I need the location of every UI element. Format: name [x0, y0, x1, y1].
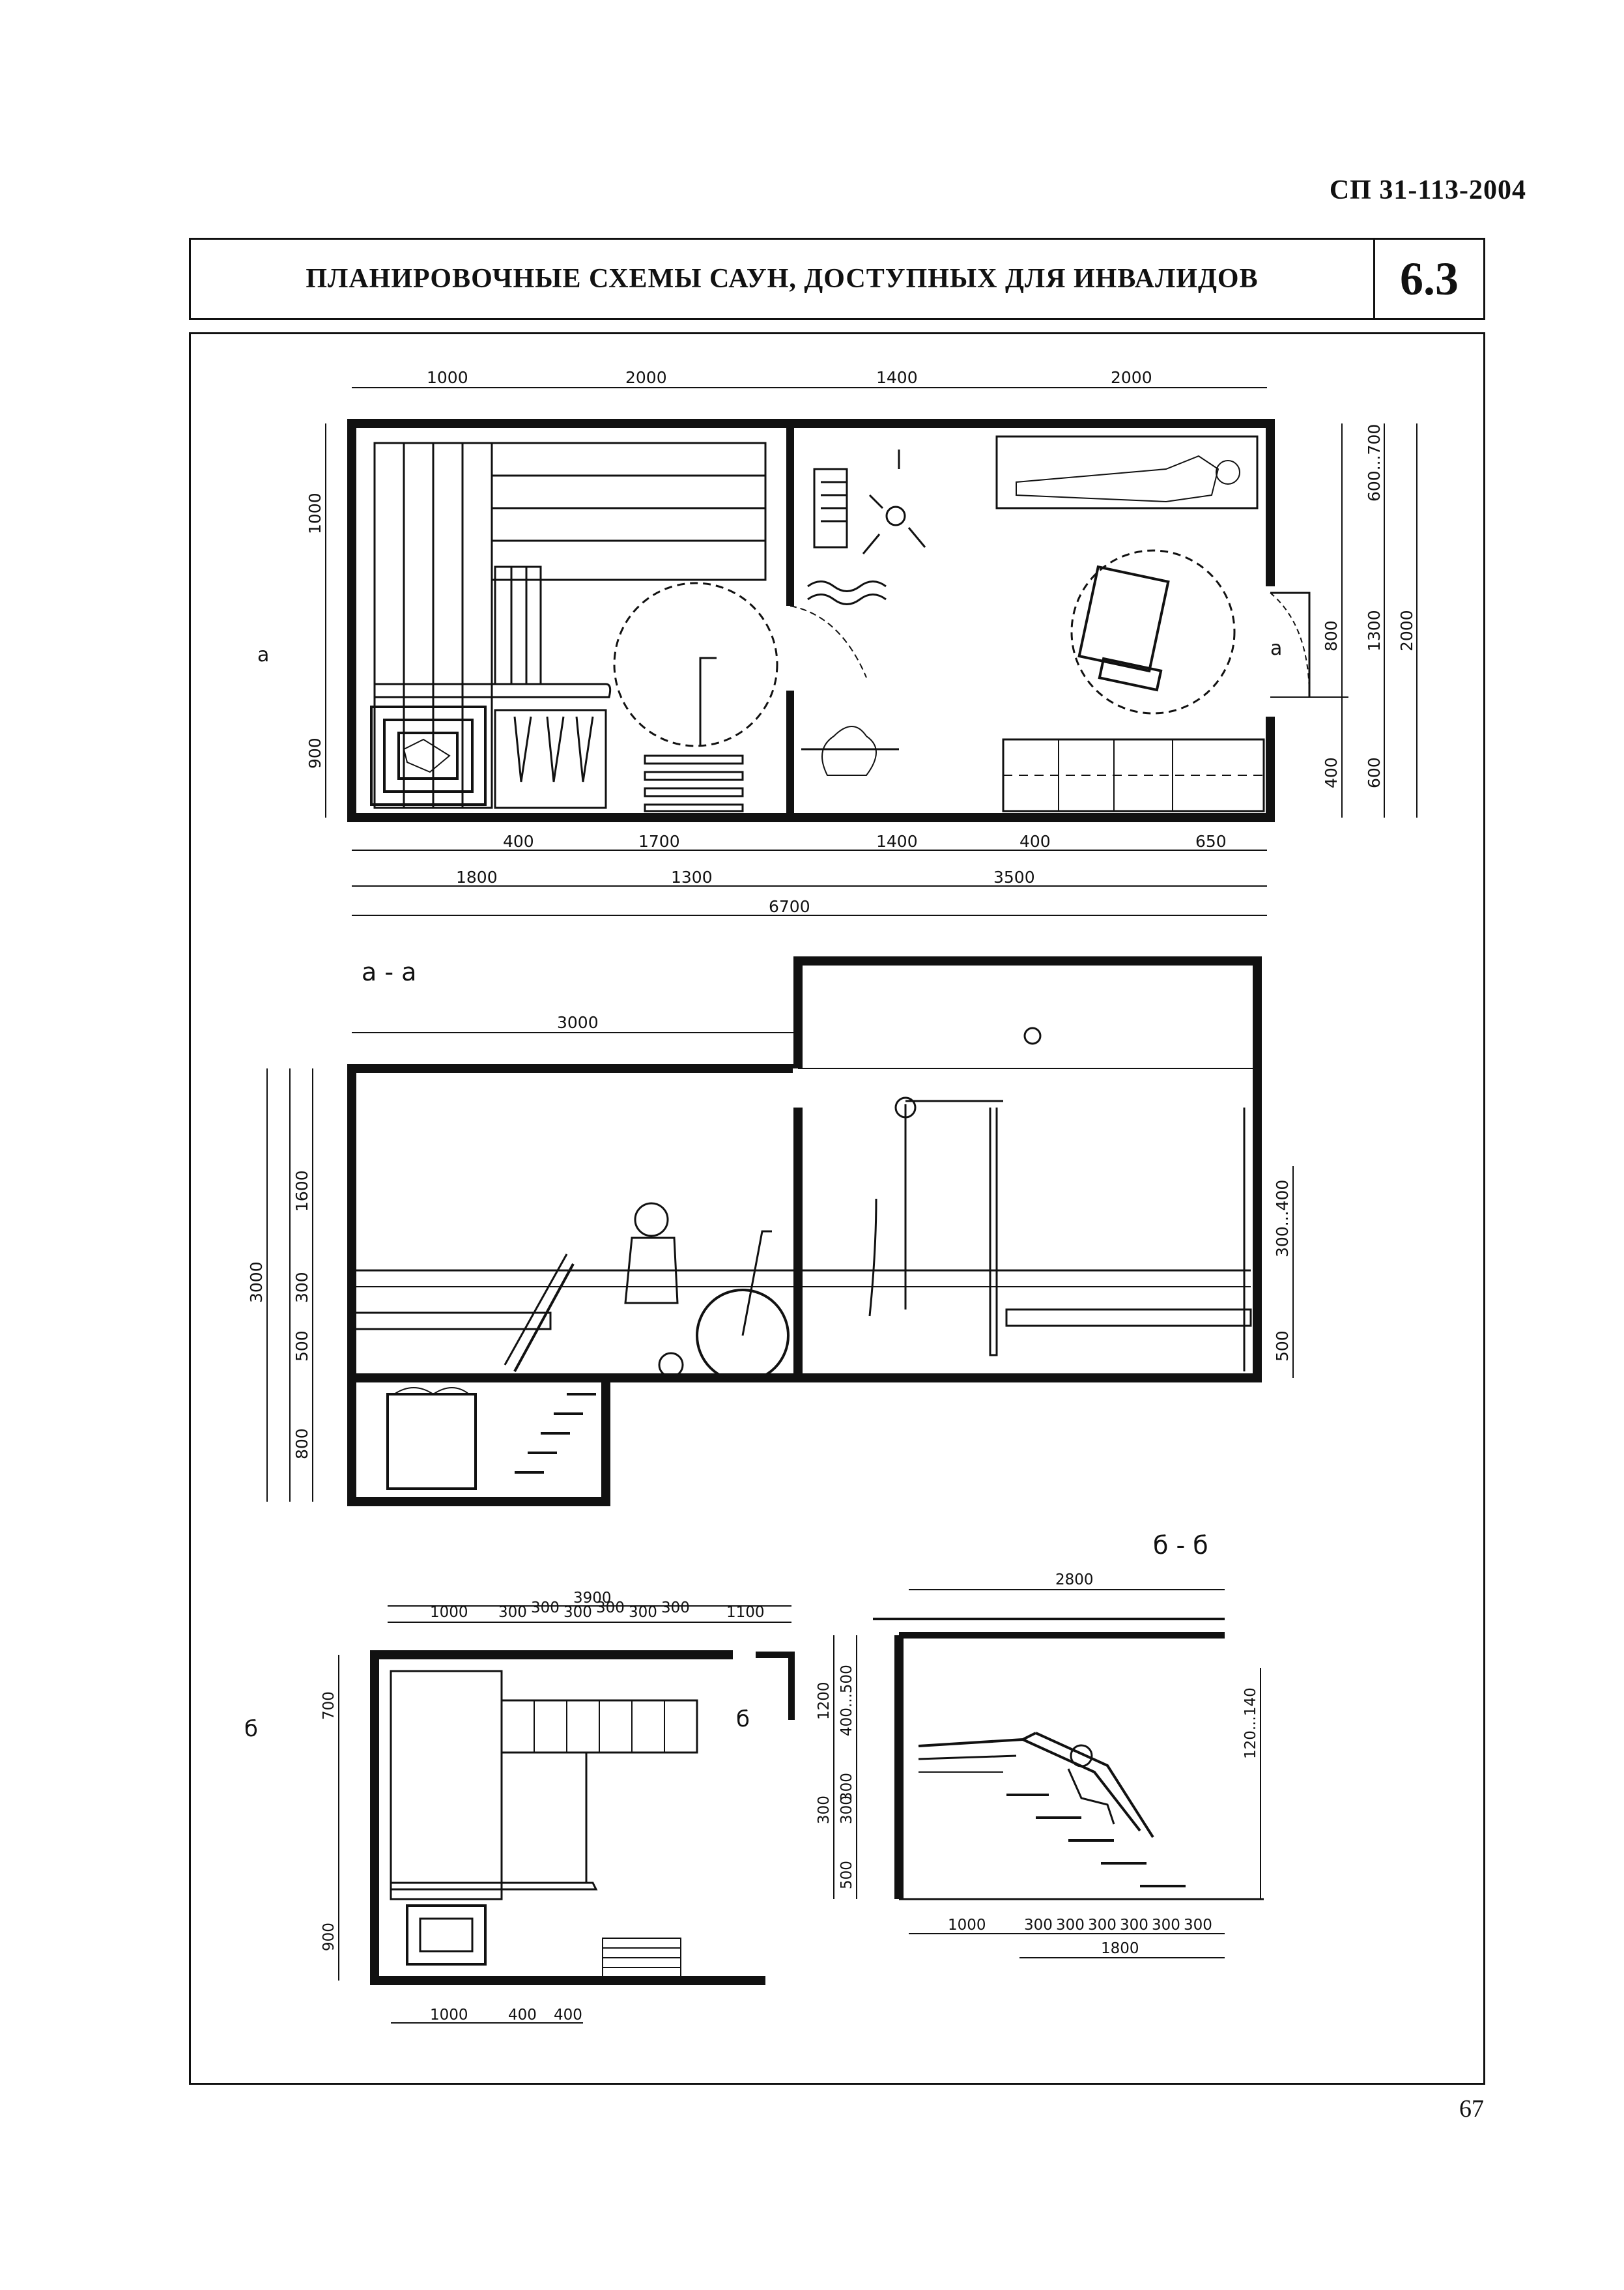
steps: [644, 657, 744, 812]
small-plan-bottom-2: 400: [508, 2007, 537, 2024]
small-plan-top-5: 300: [596, 1599, 625, 1616]
section-bb-top-dim: 2800: [1055, 1571, 1094, 1588]
dim-right-6: 2000: [1397, 610, 1416, 651]
small-plan-top-1: 1000: [430, 1604, 468, 1621]
upper-benches: [373, 442, 767, 809]
section-bb-bottom-4: 300: [1088, 1917, 1117, 1934]
small-plan-top-4: 300: [563, 1604, 592, 1621]
section-mark-b-right: б: [736, 1706, 750, 1732]
page-number: 67: [1459, 2095, 1484, 2123]
dim-bottom-5: 650: [1195, 832, 1227, 851]
sheet-title: ПЛАНИРОВОЧНЫЕ СХЕМЫ САУН, ДОСТУПНЫХ ДЛЯ …: [306, 264, 1259, 294]
small-plan-total: 3900: [573, 1590, 612, 1607]
section-bb-left-5: 300: [816, 1796, 833, 1824]
dim-bottom-7: 1300: [671, 868, 713, 887]
title-divider: [1373, 240, 1375, 318]
drawing-frame: [189, 332, 1485, 2085]
dim-left-2: 900: [306, 737, 324, 769]
small-floor-plan: [370, 1650, 795, 1985]
dim-right-2: 800: [1322, 620, 1341, 651]
section-bb-bottom-2: 300: [1024, 1917, 1053, 1934]
dim-right-1: 600...700: [1365, 424, 1384, 502]
section-mark-a-left: а: [257, 644, 269, 666]
small-plan-bottom-1: 1000: [430, 2007, 468, 2024]
dim-left-1: 1000: [306, 493, 324, 534]
small-plan-top-7: 300: [661, 1599, 690, 1616]
section-bb-bottom-3: 300: [1056, 1917, 1085, 1934]
dim-top-1: 1000: [427, 368, 468, 387]
section-aa-left-1: 1600: [292, 1170, 311, 1212]
section-aa: [347, 956, 1262, 1506]
section-aa-top-dim: 3000: [557, 1013, 599, 1032]
section-bb-bottom-6: 300: [1152, 1917, 1180, 1934]
dim-top-4: 2000: [1111, 368, 1152, 387]
wheelchair-plan: [1077, 565, 1170, 692]
small-plan-top-2: 300: [498, 1604, 527, 1621]
section-mark-b-left: б: [244, 1716, 258, 1742]
section-bb-left-2: 400...500: [838, 1665, 855, 1736]
section-aa-label: а - а: [362, 958, 416, 986]
section-bb-left-6: 500: [838, 1861, 855, 1889]
dim-right-4: 1300: [1365, 610, 1384, 651]
section-bb: [873, 1618, 1264, 1900]
section-bb-bottom-total: 1800: [1101, 1940, 1139, 1957]
section-mark-a-right: а: [1270, 637, 1282, 660]
dim-bottom-4: 400: [1019, 832, 1051, 851]
section-aa-left-2: 300: [292, 1272, 311, 1303]
dim-bottom-1: 400: [503, 832, 534, 851]
section-bb-right: 120...140: [1242, 1687, 1259, 1759]
lounger: [995, 435, 1259, 509]
section-bb-left-1: 1200: [816, 1682, 833, 1720]
turning-circle-sauna: [613, 582, 778, 747]
section-bb-label: б - б: [1153, 1531, 1208, 1560]
wheelchair-wheel: [696, 1289, 790, 1382]
dim-bottom-8: 3500: [993, 868, 1035, 887]
dim-top-2: 2000: [625, 368, 667, 387]
section-aa-left-3: 500: [292, 1330, 311, 1362]
dim-bottom-6: 1800: [456, 868, 498, 887]
shower-fixtures: [807, 450, 926, 605]
section-aa-left-4: 800: [292, 1428, 311, 1459]
main-plan-dimensions: 1000 2000 1400 2000 400 1700 1400 400 65…: [257, 368, 1417, 916]
small-plan-top-8: 1100: [726, 1604, 765, 1621]
section-bb-bottom-5: 300: [1120, 1917, 1148, 1934]
section-aa-dimensions: а - а 3000 3000 1600 300 500 800 300...4…: [247, 958, 1294, 1502]
section-bb-dimensions: б - б 2800 1200 400...500 300 300 300 50…: [816, 1531, 1261, 1958]
small-plan-top-6: 300: [629, 1604, 657, 1621]
plan-outer-wall: [347, 419, 1275, 822]
dim-total: 6700: [769, 897, 810, 916]
section-number: 6.3: [1400, 252, 1459, 305]
small-plan-left-2: 900: [321, 1923, 337, 1951]
bench-supports: [494, 709, 607, 809]
small-plan-dimensions: 3900 1000 300 300 300 300 300 300 1100 7…: [244, 1590, 791, 2024]
small-plan-top-3: 300: [531, 1599, 560, 1616]
dim-top-3: 1400: [876, 368, 918, 387]
document-code: СП 31-113-2004: [1329, 175, 1526, 205]
dim-right-3: 400: [1322, 757, 1341, 788]
section-aa-left-outer: 3000: [247, 1261, 266, 1303]
sauna-stove: [370, 706, 487, 806]
dim-bottom-3: 1400: [876, 832, 918, 851]
small-plan-left-1: 700: [321, 1691, 337, 1720]
dim-bottom-2: 1700: [638, 832, 680, 851]
section-bb-bottom-1: 1000: [948, 1917, 986, 1934]
section-bb-left-3: 300: [838, 1773, 855, 1801]
turning-circle-shower: [1070, 549, 1236, 715]
main-floor-plan: [347, 419, 1348, 822]
section-aa-right-2: 500: [1273, 1330, 1292, 1362]
section-aa-right-1: 300...400: [1273, 1180, 1292, 1257]
section-bb-left-4: 300: [838, 1796, 855, 1824]
small-plan-bottom-3: 400: [554, 2007, 582, 2024]
section-bb-bottom-7: 300: [1184, 1917, 1212, 1934]
dim-right-5: 600: [1365, 757, 1384, 788]
title-block: ПЛАНИРОВОЧНЫЕ СХЕМЫ САУН, ДОСТУПНЫХ ДЛЯ …: [189, 238, 1485, 320]
